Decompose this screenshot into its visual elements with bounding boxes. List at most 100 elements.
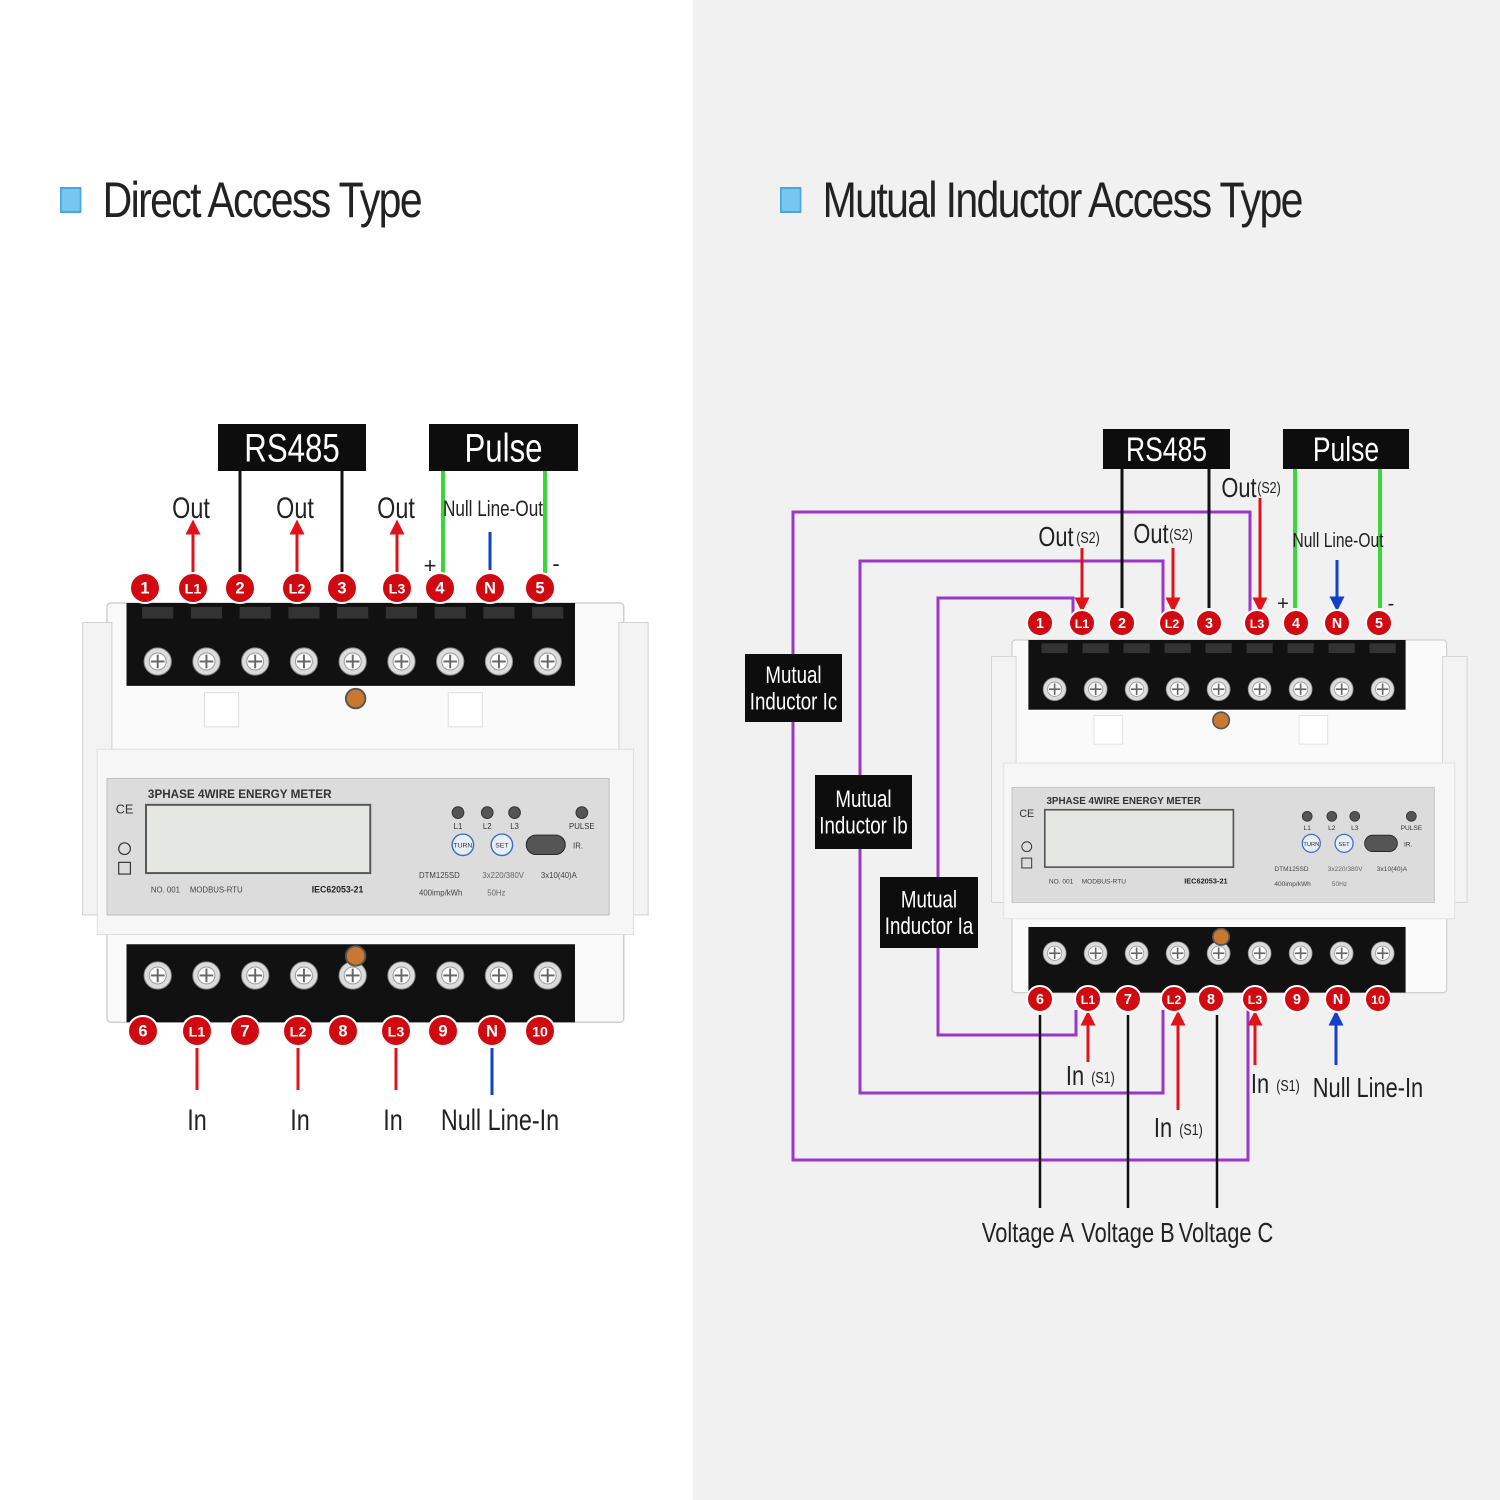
- right-bottom-terminal-N-badge: [1324, 985, 1352, 1013]
- left-bottom-terminal-N-badge: [476, 1015, 508, 1047]
- terminal-slot: [288, 606, 320, 619]
- terminal-slot: [1123, 643, 1150, 654]
- set-label: SET: [1339, 842, 1351, 848]
- led-l1: [1301, 810, 1313, 822]
- left-bottom-terminal-9-label: 9: [438, 1023, 447, 1041]
- terminal-slot: [385, 606, 418, 619]
- right-rs485-box-text: RS485: [1126, 431, 1207, 469]
- ir-label: IR.: [573, 842, 583, 851]
- right-in-label: In: [1154, 1112, 1172, 1143]
- left-top-terminal-1-label: 1: [140, 580, 149, 598]
- left-null-out-label: Null Line-Out: [443, 497, 544, 522]
- right-ct-ic-box: [745, 654, 842, 722]
- class-icon: [1021, 841, 1033, 853]
- turn-button: [1301, 833, 1321, 853]
- double-insulation-icon: [118, 861, 131, 875]
- left-top-terminal-L1-badge: [177, 572, 209, 604]
- class-icon: [118, 842, 131, 856]
- terminal-slot: [190, 606, 223, 619]
- right-ct-ib-box-text: Inductor Ib: [819, 812, 907, 839]
- imp-text: 400imp/kWh: [1274, 881, 1311, 888]
- right-bottom-terminal-8-label: 8: [1207, 992, 1215, 1008]
- terminal-slot: [239, 606, 271, 619]
- right-bottom-terminal-9-badge: [1283, 985, 1311, 1013]
- left-bottom-terminal-N-label: N: [486, 1023, 498, 1041]
- terminal-slot: [532, 606, 564, 619]
- left-bottom-terminal-L2-label: L2: [290, 1025, 307, 1041]
- right-top-terminal-L3-label: L3: [1250, 617, 1265, 631]
- led-l3: [508, 806, 521, 819]
- ir-window: [525, 834, 566, 856]
- left-bottom-terminal-9-badge: [427, 1015, 459, 1047]
- terminal-slot: [1164, 643, 1191, 654]
- right-ct-ia-box: [880, 877, 978, 948]
- left-top-terminal-2-badge: [224, 572, 256, 604]
- right-null-out-label: Null Line-Out: [1293, 529, 1384, 551]
- left-bottom-terminal-7-badge: [229, 1015, 261, 1047]
- right-ct-ia-box-text: Mutual: [901, 887, 957, 914]
- right-bottom-terminal-8-badge: [1197, 985, 1225, 1013]
- right-top-terminal-N-label: N: [1332, 616, 1342, 632]
- left-out-label: Out: [172, 491, 210, 524]
- led-l2: [480, 806, 494, 819]
- current-text: 3x10(40)A: [1377, 866, 1408, 873]
- clip: [1093, 715, 1124, 745]
- turn-label: TURN: [1303, 842, 1319, 848]
- wire-ct-ic: [791, 510, 1252, 1162]
- left-plus-label: +: [424, 553, 437, 578]
- led-label: PULSE: [569, 822, 595, 831]
- turn-button: [451, 833, 475, 857]
- lcd-screen: [1043, 808, 1235, 868]
- right-top-terminal-5-badge: [1365, 609, 1393, 637]
- led-label: L3: [510, 822, 519, 831]
- terminal-slot: [483, 606, 515, 619]
- seal-hole: [1212, 927, 1231, 946]
- right-top-terminal-3-badge: [1195, 609, 1223, 637]
- right-ct-ia-box-text: Inductor Ia: [885, 913, 973, 940]
- model-text: DTM125SD: [419, 871, 460, 880]
- set-button: [1334, 833, 1354, 853]
- seal-hole: [344, 945, 367, 967]
- left-in-label: In: [383, 1103, 403, 1136]
- left-top-terminal-L3-label: L3: [389, 582, 406, 598]
- lcd-screen: [145, 803, 372, 875]
- right-bottom-terminal-L3-badge: [1241, 985, 1269, 1013]
- voltage-text: 3x220/380V: [482, 871, 524, 880]
- led-label: L1: [454, 822, 463, 831]
- left-out-label: Out: [276, 491, 314, 524]
- left-top-terminal-5-badge: [524, 572, 556, 604]
- square-bullet-icon: [780, 187, 802, 213]
- led-pulse: [575, 806, 589, 819]
- right-top-terminal-L1-label: L1: [1075, 617, 1090, 631]
- terminal-slot: [1287, 643, 1314, 654]
- led-label: L1: [1304, 825, 1312, 832]
- right-bottom-terminal-L1-badge: [1074, 985, 1102, 1013]
- double-insulation-icon: [1021, 857, 1033, 869]
- led-label: L2: [483, 822, 492, 831]
- right-s1-label: (S1): [1091, 1070, 1115, 1088]
- right-bottom-terminal-10-badge: [1364, 985, 1392, 1013]
- right-in-label: In: [1066, 1060, 1084, 1091]
- right-top-terminal-N-badge: [1323, 609, 1351, 637]
- right-top-terminal-L2-label: L2: [1165, 617, 1180, 631]
- terminal-slot: [434, 606, 466, 619]
- voltage-b-label: Voltage B: [1081, 1217, 1174, 1248]
- left-pulse-box: [429, 424, 578, 471]
- left-bottom-terminal-L2-badge: [282, 1015, 314, 1047]
- terminal-slot: [1082, 643, 1109, 654]
- terminal-slot: [1369, 643, 1396, 654]
- left-bottom-terminal-10-badge: [524, 1015, 556, 1047]
- right-top-terminal-1-label: 1: [1036, 616, 1044, 632]
- seal-hole: [1212, 711, 1231, 730]
- square-bullet-icon: [60, 187, 82, 213]
- right-top-terminal-2-label: 2: [1118, 616, 1126, 632]
- left-bottom-terminal-7-label: 7: [240, 1023, 249, 1041]
- left-rs485-box: [218, 424, 366, 471]
- seal-hole: [344, 687, 367, 710]
- led-pulse: [1406, 810, 1417, 822]
- right-section-title: Mutual Inductor Access Type: [780, 170, 1303, 230]
- right-s1-label: (S1): [1179, 1122, 1203, 1140]
- left-bottom-terminal-8-label: 8: [338, 1023, 347, 1041]
- left-bottom-terminal-L1-label: L1: [189, 1025, 206, 1041]
